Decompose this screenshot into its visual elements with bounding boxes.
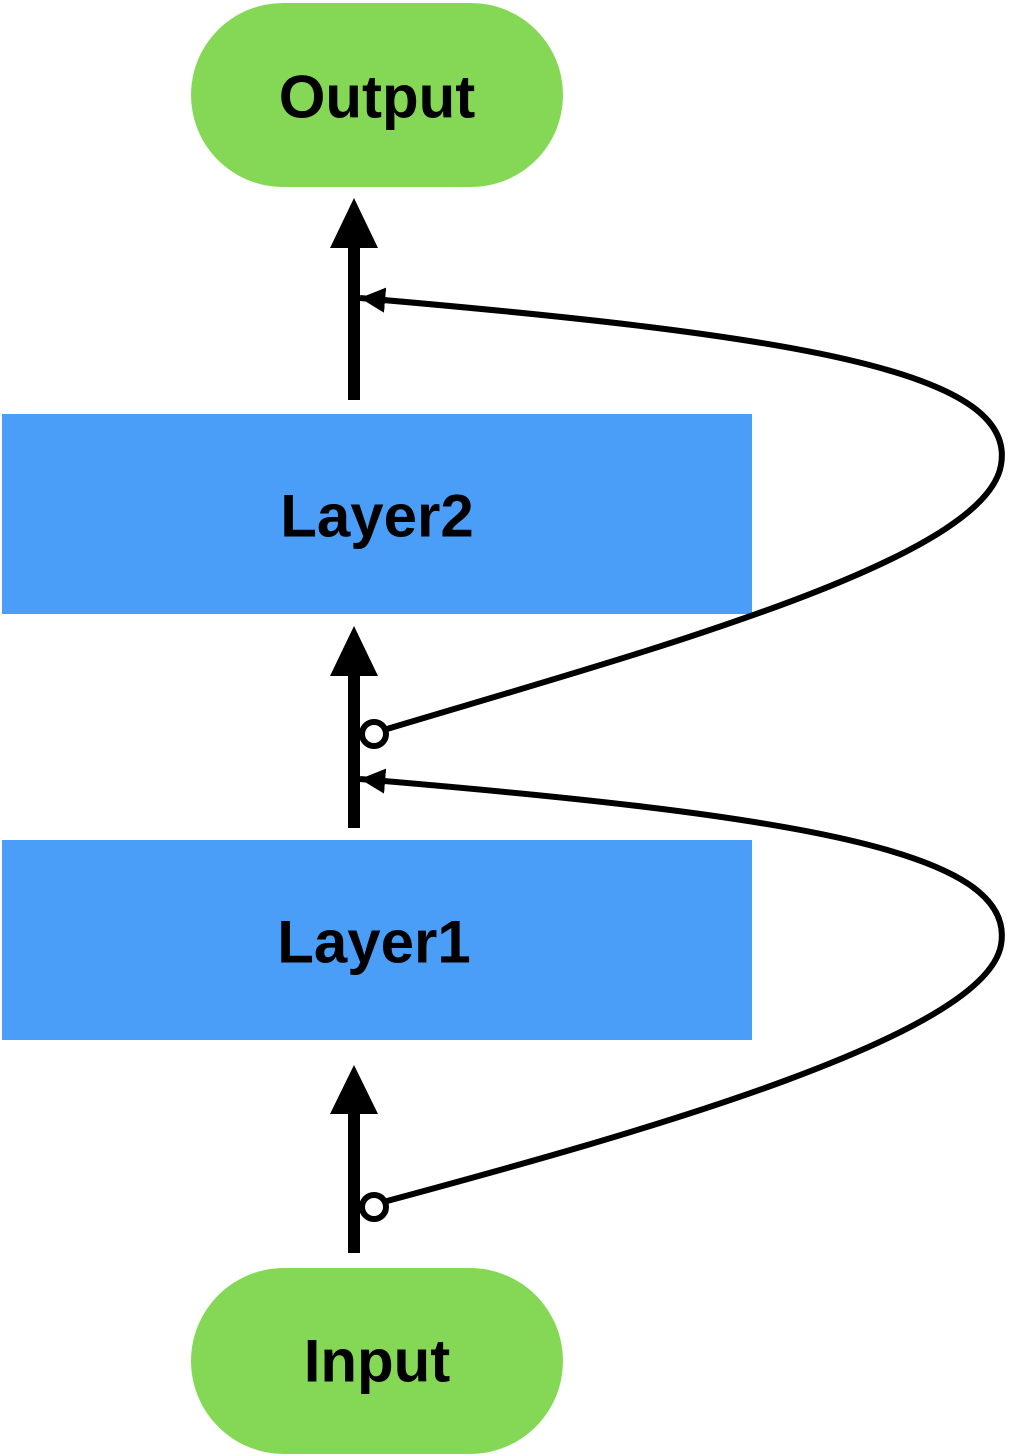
skip-connection-curve [359,768,1005,1204]
skip-connection-curve [359,287,1005,732]
layer2-node: Layer2 [2,414,752,614]
arrowhead [330,1065,378,1114]
input-node-shape [191,1268,563,1454]
output-label: Output [279,64,476,131]
skip-source-dot [359,1192,389,1222]
skip-source-dot [359,719,389,749]
layer1-node: Layer1 [2,840,752,1040]
input-node: Input [191,1268,563,1454]
arrow-layer1-to-layer2 [330,626,378,828]
layer2-label: Layer2 [280,483,473,550]
skip-connection-1 [359,768,1005,1222]
layer1-node-shape [2,840,752,1040]
output-node-shape [191,3,563,187]
skip-connection-2 [359,287,1005,749]
arrowhead [330,198,378,248]
input-label: Input [304,1328,451,1395]
arrow-input-to-layer1 [330,1065,378,1253]
layer1-label: Layer1 [277,909,470,976]
arrow-layer2-to-output [330,198,378,400]
layer2-node-shape [2,414,752,614]
output-node: Output [191,3,563,187]
arrowhead [330,626,378,676]
